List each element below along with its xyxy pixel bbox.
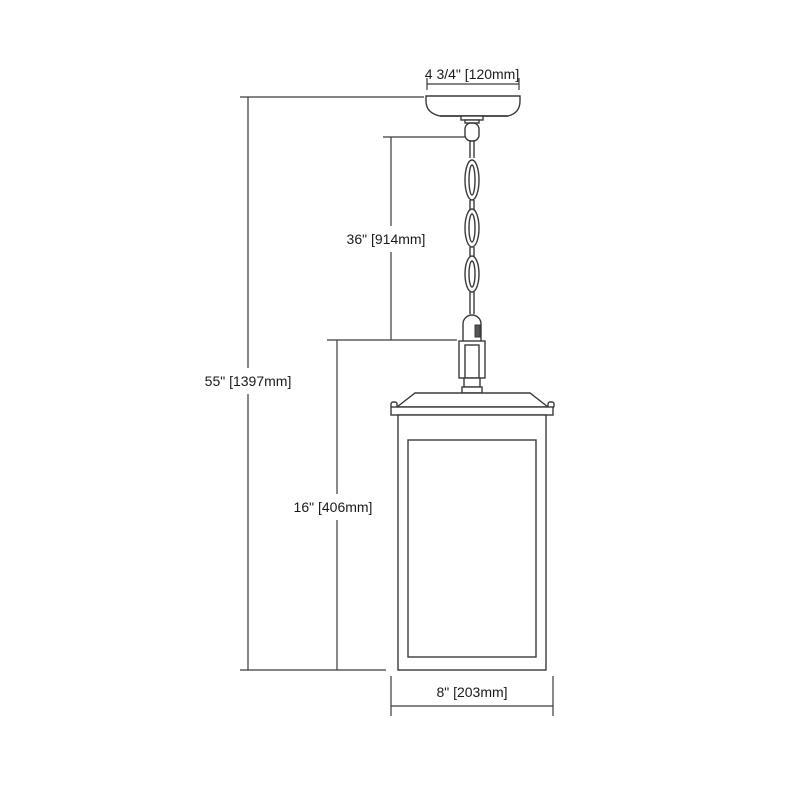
fixture-height-label: 16" [406mm] — [294, 499, 373, 515]
chain — [462, 122, 482, 350]
lantern — [390, 392, 555, 671]
fixture-width-dimension: 8" [203mm] — [390, 676, 554, 716]
canopy-width-label: 4 3/4" [120mm] — [425, 66, 519, 82]
chain-length-label: 36" [914mm] — [347, 231, 426, 247]
canopy — [425, 95, 521, 124]
overall-height-dimension: 55" [1397mm] — [205, 96, 424, 671]
fixture-stem — [458, 340, 486, 394]
fixture-height-dimension: 16" [406mm] — [294, 339, 457, 670]
overall-height-label: 55" [1397mm] — [205, 373, 292, 389]
fixture-width-label: 8" [203mm] — [436, 684, 507, 700]
chain-length-dimension: 36" [914mm] — [347, 136, 466, 340]
canopy-width-dimension: 4 3/4" [120mm] — [425, 66, 520, 90]
